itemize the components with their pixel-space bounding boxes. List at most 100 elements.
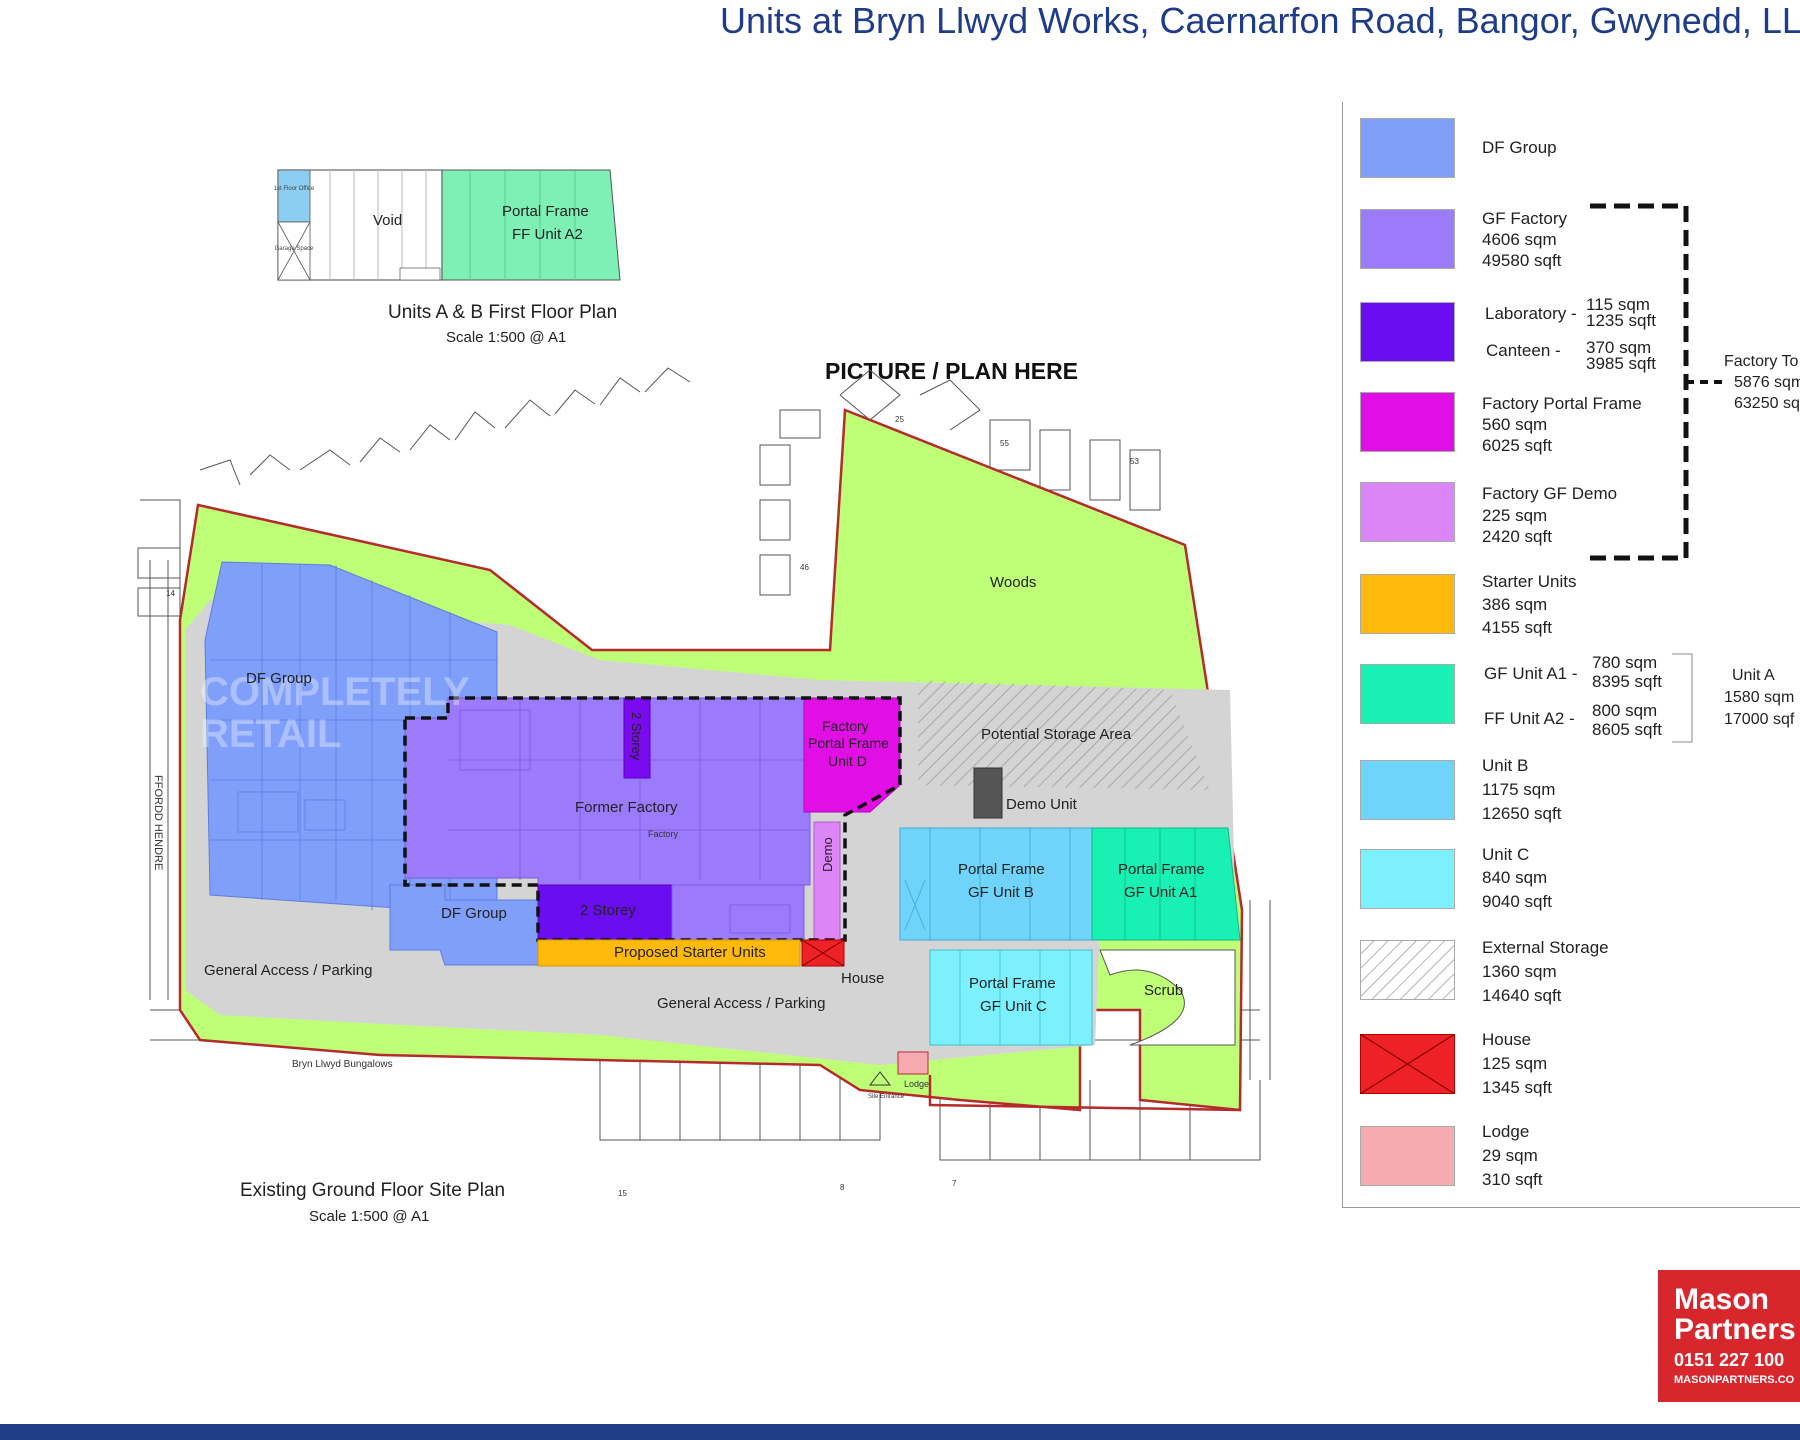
first-floor-plan: 1st Floor Office Garage Space bbox=[274, 169, 621, 281]
legend-storage-l3: 14640 sqft bbox=[1482, 986, 1562, 1005]
map-label-unit-b-1: Portal Frame bbox=[958, 861, 1045, 878]
legend-factory-total-l1: Factory To bbox=[1724, 353, 1799, 370]
legend-lab-l1: Laboratory - bbox=[1485, 304, 1577, 323]
logo-line2: Partners bbox=[1674, 1313, 1796, 1346]
legend-a2-l1: FF Unit A2 - bbox=[1484, 709, 1575, 728]
legend-lab-a: 115 sqm bbox=[1586, 295, 1650, 314]
map-label-n8: 8 bbox=[840, 1183, 845, 1192]
map-label-unit-c-2: GF Unit C bbox=[980, 998, 1047, 1015]
ff-unit-a2-label: FF Unit A2 bbox=[512, 226, 583, 243]
legend-swatch-unit-a bbox=[1360, 664, 1455, 724]
legend-demo-l3: 2420 sqft bbox=[1482, 527, 1552, 546]
map-label-n15: 15 bbox=[618, 1189, 627, 1198]
factory-bracket bbox=[1590, 203, 1690, 561]
map-label-storage: Potential Storage Area bbox=[981, 726, 1132, 743]
map-label-house: House bbox=[841, 970, 885, 987]
map-label-factory-small: Factory bbox=[648, 829, 679, 839]
legend-swatch-gf-factory bbox=[1360, 209, 1455, 269]
legend-swatch-starter-units bbox=[1360, 574, 1455, 634]
legend-portal-l3: 6025 sqft bbox=[1482, 436, 1552, 455]
legend-storage-l1: External Storage bbox=[1482, 938, 1609, 957]
legend-lodge-l1: Lodge bbox=[1482, 1122, 1530, 1141]
ff-portal-label: Portal Frame bbox=[502, 203, 589, 220]
legend-unit-c-l3: 9040 sqft bbox=[1482, 892, 1552, 911]
legend-swatch-unit-c bbox=[1360, 849, 1455, 909]
map-label-factory-pf-2: Portal Frame bbox=[808, 735, 889, 751]
map-label-2-storey-bottom: 2 Storey bbox=[580, 902, 636, 919]
legend-df-l1: DF Group bbox=[1482, 138, 1557, 157]
legend-unit-b-l1: Unit B bbox=[1482, 756, 1529, 775]
map-label-unit-a1-1: Portal Frame bbox=[1118, 861, 1205, 878]
map-label-demo-unit: Demo Unit bbox=[1006, 796, 1077, 813]
map-label-n25: 25 bbox=[895, 415, 904, 424]
legend-swatch-portal-frame bbox=[1360, 392, 1455, 452]
map-label-df-group-main: DF Group bbox=[246, 670, 312, 687]
legend-swatch-lodge bbox=[1360, 1126, 1455, 1186]
map-label-factory-pf-3: Unit D bbox=[828, 753, 867, 769]
ff-office-label: 1st Floor Office bbox=[274, 186, 315, 192]
map-label-bungalows: Bryn Llwyd Bungalows bbox=[292, 1059, 393, 1070]
legend-factory-total-l3: 63250 sq bbox=[1734, 395, 1800, 412]
legend-panel bbox=[1342, 102, 1800, 1208]
legend-storage-l2: 1360 sqm bbox=[1482, 962, 1557, 981]
footer-bar bbox=[0, 1424, 1800, 1440]
legend-canteen-a: 370 sqm bbox=[1586, 338, 1652, 357]
legend-starter-l3: 4155 sqft bbox=[1482, 618, 1552, 637]
map-label-n14: 14 bbox=[166, 589, 175, 598]
legend-unit-a-l1: Unit A bbox=[1732, 667, 1775, 684]
map-label-former-factory: Former Factory bbox=[575, 799, 678, 816]
legend-gf-l3: 49580 sqft bbox=[1482, 251, 1562, 270]
legend-unit-a-l3: 17000 sqf bbox=[1724, 711, 1795, 728]
map-label-unit-b-2: GF Unit B bbox=[968, 884, 1034, 901]
legend-portal-l2: 560 sqm bbox=[1482, 415, 1548, 434]
legend-unit-b-l2: 1175 sqm bbox=[1482, 780, 1556, 799]
map-label-woods: Woods bbox=[990, 574, 1037, 591]
unit-a-bracket bbox=[1672, 653, 1693, 743]
legend-swatch-laboratory bbox=[1360, 302, 1455, 362]
legend-demo-l1: Factory GF Demo bbox=[1482, 484, 1618, 503]
legend-a1-a: 780 sqm bbox=[1592, 653, 1658, 672]
legend-unit-a-l2: 1580 sqm bbox=[1724, 689, 1795, 706]
legend-swatch-gf-demo bbox=[1360, 482, 1455, 542]
map-label-df-group-small: DF Group bbox=[441, 905, 507, 922]
plan-placeholder: PICTURE / PLAN HERE bbox=[825, 358, 1079, 384]
legend-house-l3: 1345 sqft bbox=[1482, 1078, 1552, 1097]
logo-line1: Mason bbox=[1674, 1283, 1770, 1316]
legend-demo-l2: 225 sqm bbox=[1482, 506, 1548, 525]
map-label-access-left: General Access / Parking bbox=[204, 962, 373, 979]
ff-void-label: Void bbox=[373, 212, 403, 229]
ff-garage-label: Garage Space bbox=[275, 246, 314, 252]
page-title: Units at Bryn Llwyd Works, Caernarfon Ro… bbox=[720, 0, 1800, 41]
factory-bracket-tick bbox=[1686, 380, 1726, 384]
map-label-demo: Demo bbox=[820, 837, 835, 872]
map-label-scrub: Scrub bbox=[1144, 982, 1184, 999]
legend-unit-c-l1: Unit C bbox=[1482, 845, 1530, 864]
legend-canteen-l1: Canteen - bbox=[1486, 341, 1561, 360]
watermark-line2: RETAIL bbox=[200, 712, 342, 756]
map-label-2-storey-top: 2 Storey bbox=[629, 712, 644, 761]
map-label-unit-c-1: Portal Frame bbox=[969, 975, 1056, 992]
legend-a1-l1: GF Unit A1 - bbox=[1484, 664, 1578, 683]
map-label-site-entrance: Site Entrance bbox=[868, 1094, 905, 1100]
map-label-ffordd: FFORDD HENDRE bbox=[152, 775, 164, 870]
legend-gf-l2: 4606 sqm bbox=[1482, 230, 1557, 249]
gf-plan-scale: Scale 1:500 @ A1 bbox=[309, 1208, 430, 1225]
legend-a2-a: 800 sqm bbox=[1592, 701, 1658, 720]
legend-canteen-b: 3985 sqft bbox=[1586, 354, 1656, 373]
map-label-access-mid: General Access / Parking bbox=[657, 995, 826, 1012]
map-label-n46: 46 bbox=[800, 563, 809, 572]
legend-swatch-house bbox=[1360, 1034, 1455, 1094]
map-label-starter: Proposed Starter Units bbox=[614, 944, 766, 961]
legend-house-l2: 125 sqm bbox=[1482, 1054, 1548, 1073]
map-label-n7: 7 bbox=[952, 1179, 957, 1188]
map-label-n53: 53 bbox=[1130, 457, 1139, 466]
watermark-line1: COMPLETELY bbox=[200, 670, 470, 714]
legend-swatch-external-storage bbox=[1360, 940, 1455, 1000]
legend-swatch-df-group bbox=[1360, 118, 1455, 178]
ff-plan-title: Units A & B First Floor Plan bbox=[388, 302, 618, 323]
ff-plan-scale: Scale 1:500 @ A1 bbox=[446, 329, 567, 346]
map-label-n55: 55 bbox=[1000, 439, 1009, 448]
logo-web: MASONPARTNERS.CO bbox=[1674, 1374, 1795, 1386]
legend-swatch-unit-b bbox=[1360, 760, 1455, 820]
legend-gf-l1: GF Factory bbox=[1482, 209, 1568, 228]
